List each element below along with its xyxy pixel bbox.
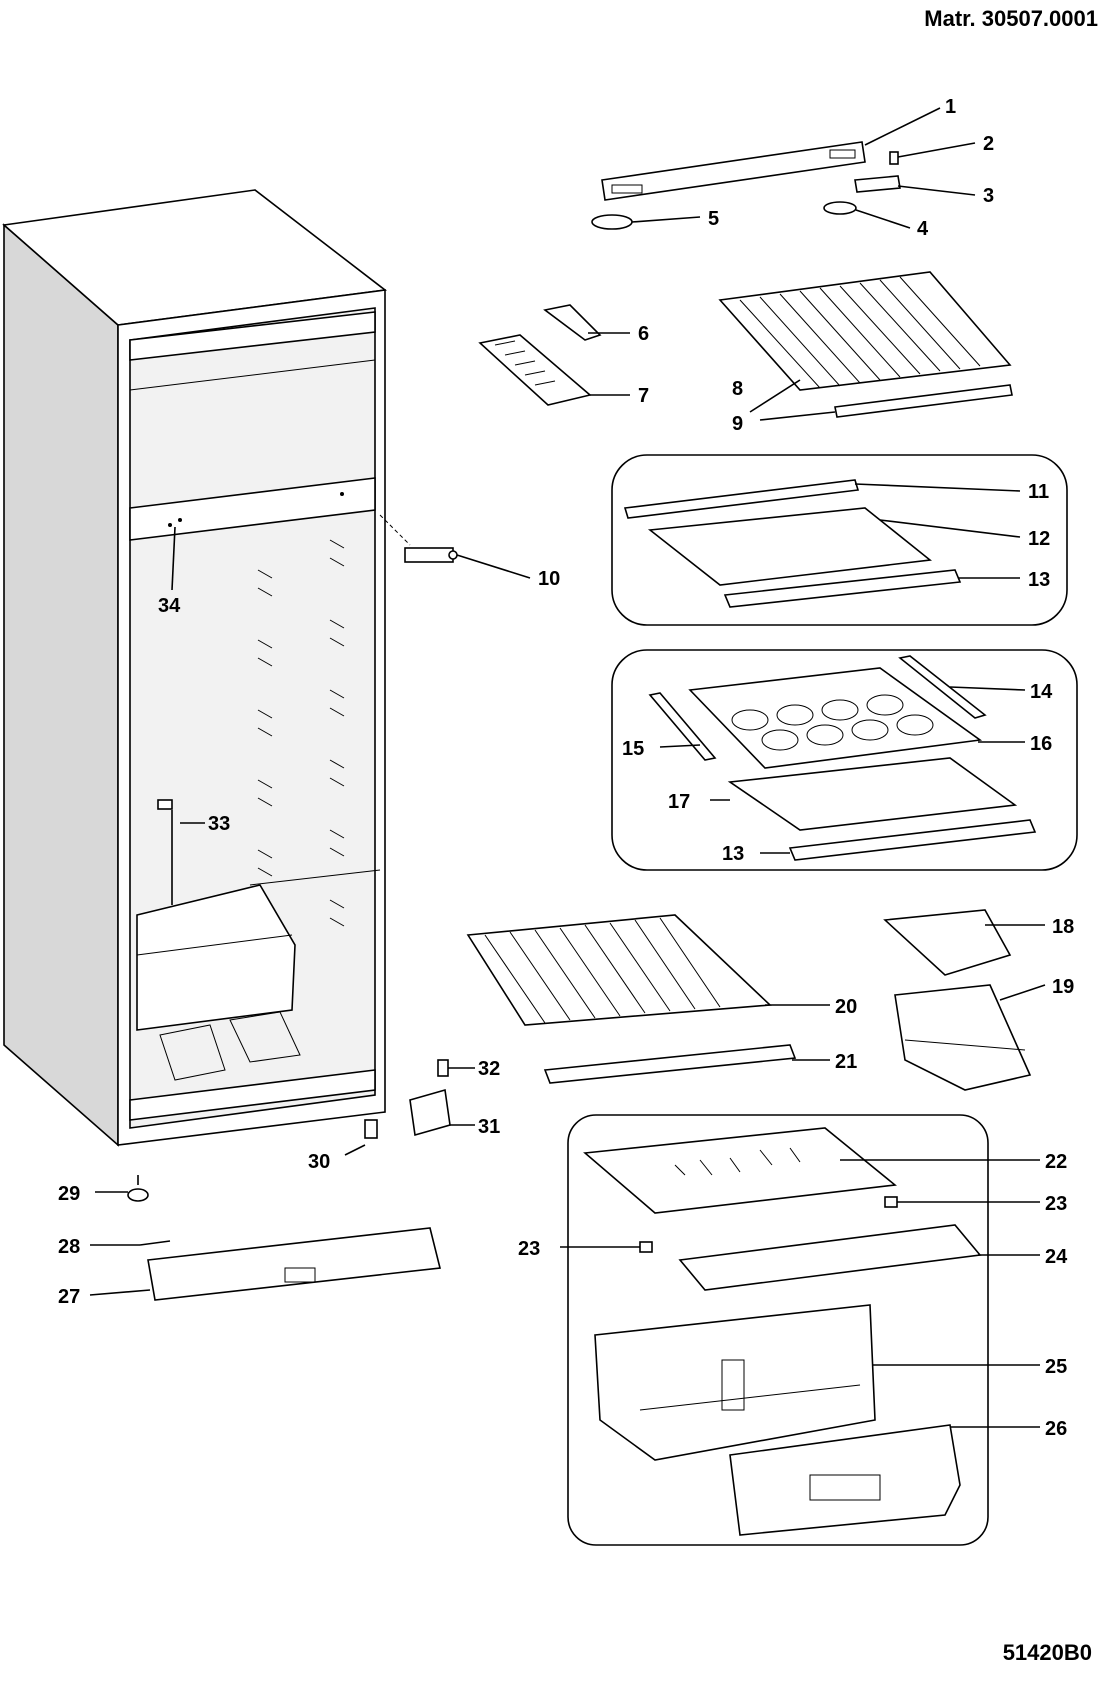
callout-12: 12 <box>1028 528 1050 550</box>
part-11-rear-trim <box>623 479 1021 519</box>
part-27-base-grille <box>89 1227 441 1301</box>
part-13-front-trim-b <box>760 819 1037 861</box>
callout-10: 10 <box>538 568 560 590</box>
part-33-probe <box>157 799 205 905</box>
part-22-crisper-glass <box>583 1127 1040 1214</box>
part-30-bracket <box>344 1119 378 1156</box>
callout-23a: 23 <box>1045 1193 1067 1215</box>
callout-20: 20 <box>835 996 857 1018</box>
callout-18: 18 <box>1052 916 1074 938</box>
part-8-freezer-grid <box>718 271 1012 413</box>
callout-6: 6 <box>638 323 649 345</box>
part-3-switch <box>854 175 976 196</box>
callout-34: 34 <box>158 595 181 617</box>
callout-25: 25 <box>1045 1356 1067 1378</box>
callout-3: 3 <box>983 185 994 207</box>
part-14-side-trim <box>898 655 1026 719</box>
part-1-top-trim <box>601 107 941 201</box>
callout-14: 14 <box>1030 681 1053 703</box>
matr-number: Matr. 30507.0001 <box>924 6 1098 31</box>
callout-13a: 13 <box>1028 569 1050 591</box>
group-box-crisper <box>567 1114 989 1546</box>
callout-31: 31 <box>478 1116 500 1138</box>
callout-7: 7 <box>638 385 649 407</box>
part-10-lamp-holder <box>379 514 531 579</box>
callout-26: 26 <box>1045 1418 1067 1440</box>
leader-34 <box>171 526 176 591</box>
part-25-crisper-frame <box>594 1304 1040 1461</box>
callout-8: 8 <box>732 378 743 400</box>
shelf-supports <box>257 539 345 927</box>
part-29-foot <box>95 1175 149 1202</box>
callout-19: 19 <box>1052 976 1074 998</box>
part-12-glass-shelf <box>647 507 1021 586</box>
callout-5: 5 <box>708 208 719 230</box>
part-18-dairy-lid <box>883 909 1045 976</box>
part-23-clip-left <box>560 1241 653 1253</box>
callout-4: 4 <box>917 218 929 240</box>
part-31-thermostat <box>409 1088 475 1137</box>
part-15-side-trim <box>648 692 717 761</box>
callout-15: 15 <box>622 738 644 760</box>
part-16-egg-tray <box>688 667 1025 769</box>
callout-16: 16 <box>1030 733 1052 755</box>
part-6-scraper <box>543 304 630 341</box>
callout-24: 24 <box>1045 1246 1068 1268</box>
callout-27: 27 <box>58 1286 80 1308</box>
part-17-glass-shelf <box>710 757 1018 831</box>
part-4-clip <box>823 201 911 229</box>
callout-13b: 13 <box>722 843 744 865</box>
callout-17: 17 <box>668 791 690 813</box>
part-20-fridge-grid <box>466 914 830 1026</box>
part-23-clip-right <box>884 1196 1040 1208</box>
callout-1: 1 <box>945 96 956 118</box>
callout-29: 29 <box>58 1183 80 1205</box>
callout-32: 32 <box>478 1058 500 1080</box>
callout-21: 21 <box>835 1051 857 1073</box>
part-19-dairy-box <box>894 984 1046 1091</box>
callout-labels: 1 2 3 4 5 6 7 8 9 10 11 12 13 14 15 16 1… <box>58 96 1074 1440</box>
callout-23b: 23 <box>518 1238 540 1260</box>
group-box-egg-shelf <box>611 649 1078 871</box>
part-7-ice-tray <box>478 334 630 406</box>
group-box-glass-shelf <box>611 454 1068 626</box>
callout-33: 33 <box>208 813 230 835</box>
cabinet-body <box>2 189 388 1147</box>
part-5-diffuser <box>591 214 701 230</box>
drawing-code: 51420B0 <box>1002 1640 1092 1665</box>
callout-28: 28 <box>58 1236 80 1258</box>
part-2-bulb <box>889 142 976 165</box>
part-24-crisper-trim <box>678 1224 1040 1291</box>
callout-11: 11 <box>1028 481 1049 503</box>
part-26-crisper-drawer <box>729 1424 1040 1536</box>
callout-2: 2 <box>983 133 994 155</box>
callout-9: 9 <box>732 413 743 435</box>
part-21-grid-trim <box>543 1044 830 1084</box>
callout-22: 22 <box>1045 1151 1067 1173</box>
part-28-screw <box>90 1240 171 1246</box>
callout-30: 30 <box>308 1151 330 1173</box>
part-13-front-trim-a <box>723 569 1020 608</box>
part-32-switch <box>437 1059 475 1077</box>
part-9-profile <box>759 384 1013 421</box>
